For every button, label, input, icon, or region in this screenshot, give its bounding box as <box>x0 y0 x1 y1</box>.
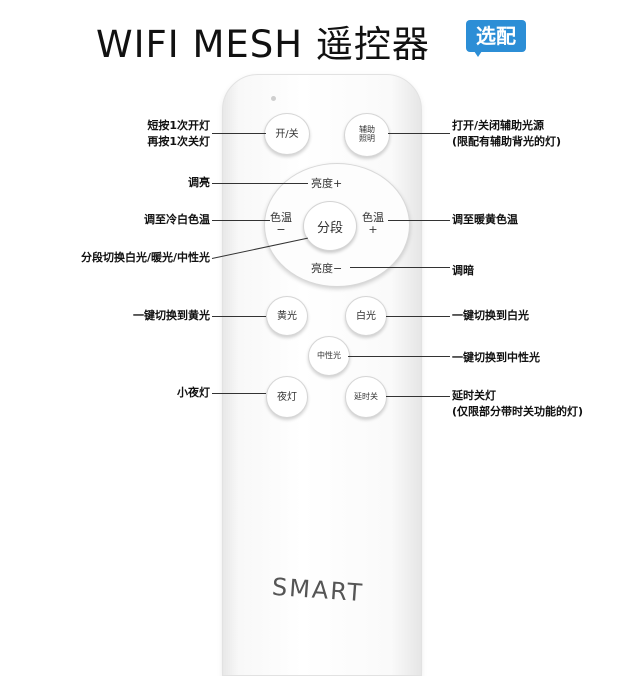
color-temp-cool-button[interactable]: 色温 − <box>270 211 292 237</box>
brightness-down-leader-line <box>350 267 450 268</box>
warm-annotation: 调至暖黄色温 <box>452 213 518 226</box>
brightness-up-leader-line <box>212 183 308 184</box>
delay-off-label: 延时关 <box>354 391 378 401</box>
night-leader-line <box>212 393 266 394</box>
white-leader-line <box>386 316 450 317</box>
power-annotation-line2: 再按1次关灯 <box>147 134 210 148</box>
segment-button-label: 分段 <box>316 220 343 236</box>
power-button[interactable]: 开/关 <box>264 113 310 155</box>
yellow-light-button[interactable]: 黄光 <box>266 296 308 336</box>
night-annotation: 小夜灯 <box>177 386 210 399</box>
segment-button[interactable]: 分段 <box>303 201 357 251</box>
neutral-light-label: 中性光 <box>317 350 341 360</box>
delay-off-annotation: 延时关灯 (仅限部分带时关功能的灯) <box>452 388 583 420</box>
brightness-down-button[interactable]: 亮度− <box>311 262 343 275</box>
segment-annotation: 分段切换白光/暖光/中性光 <box>80 251 210 264</box>
badge-tail <box>472 48 484 57</box>
aux-annotation: 打开/关闭辅助光源 (限配有辅助背光的灯) <box>452 118 561 150</box>
yellow-light-label: 黄光 <box>277 310 297 322</box>
brightness-down-annotation: 调暗 <box>452 264 474 277</box>
night-light-label: 夜灯 <box>277 391 297 403</box>
white-light-label: 白光 <box>356 310 376 322</box>
warm-leader-line <box>388 220 450 221</box>
delay-off-annotation-line2: (仅限部分带时关功能的灯) <box>452 404 584 418</box>
brightness-up-button[interactable]: 亮度+ <box>311 177 343 190</box>
neutral-leader-line <box>348 356 450 357</box>
indicator-led <box>271 96 276 101</box>
page-title: WIFI MESH 遥控器 <box>96 23 430 66</box>
aux-light-label-line1: 辅助 <box>359 125 375 135</box>
power-annotation-line1: 短按1次开灯 <box>147 119 210 132</box>
aux-annotation-line1: 打开/关闭辅助光源 <box>452 119 545 132</box>
power-leader-line <box>212 133 266 134</box>
optional-badge: 选配 <box>466 20 526 52</box>
night-light-button[interactable]: 夜灯 <box>266 376 308 418</box>
neutral-annotation: 一键切换到中性光 <box>452 351 540 364</box>
brightness-up-annotation: 调亮 <box>188 176 210 189</box>
power-annotation: 短按1次开灯 再按1次关灯 <box>120 118 210 150</box>
cool-leader-line <box>212 220 270 221</box>
cool-annotation: 调至冷白色温 <box>144 213 210 226</box>
plus-sign: + <box>368 223 378 237</box>
color-temp-warm-button[interactable]: 色温 + <box>362 211 384 237</box>
aux-light-label-line2: 照明 <box>359 134 375 143</box>
delay-off-annotation-line1: 延时关灯 <box>452 389 496 402</box>
power-button-label: 开/关 <box>275 128 299 140</box>
yellow-leader-line <box>212 316 266 317</box>
delay-off-button[interactable]: 延时关 <box>345 376 387 418</box>
neutral-light-button[interactable]: 中性光 <box>308 336 350 376</box>
color-temp-cool-label: 色温 <box>270 211 292 224</box>
yellow-annotation: 一键切换到黄光 <box>133 309 210 322</box>
minus-sign: − <box>276 223 286 237</box>
delay-off-leader-line <box>386 396 450 397</box>
aux-light-button[interactable]: 辅助 照明 <box>344 113 390 157</box>
white-light-button[interactable]: 白光 <box>345 296 387 336</box>
color-temp-warm-label: 色温 <box>362 211 384 224</box>
white-annotation: 一键切换到白光 <box>452 309 529 322</box>
aux-annotation-line2: (限配有辅助背光的灯) <box>452 134 562 148</box>
aux-leader-line <box>388 133 450 134</box>
